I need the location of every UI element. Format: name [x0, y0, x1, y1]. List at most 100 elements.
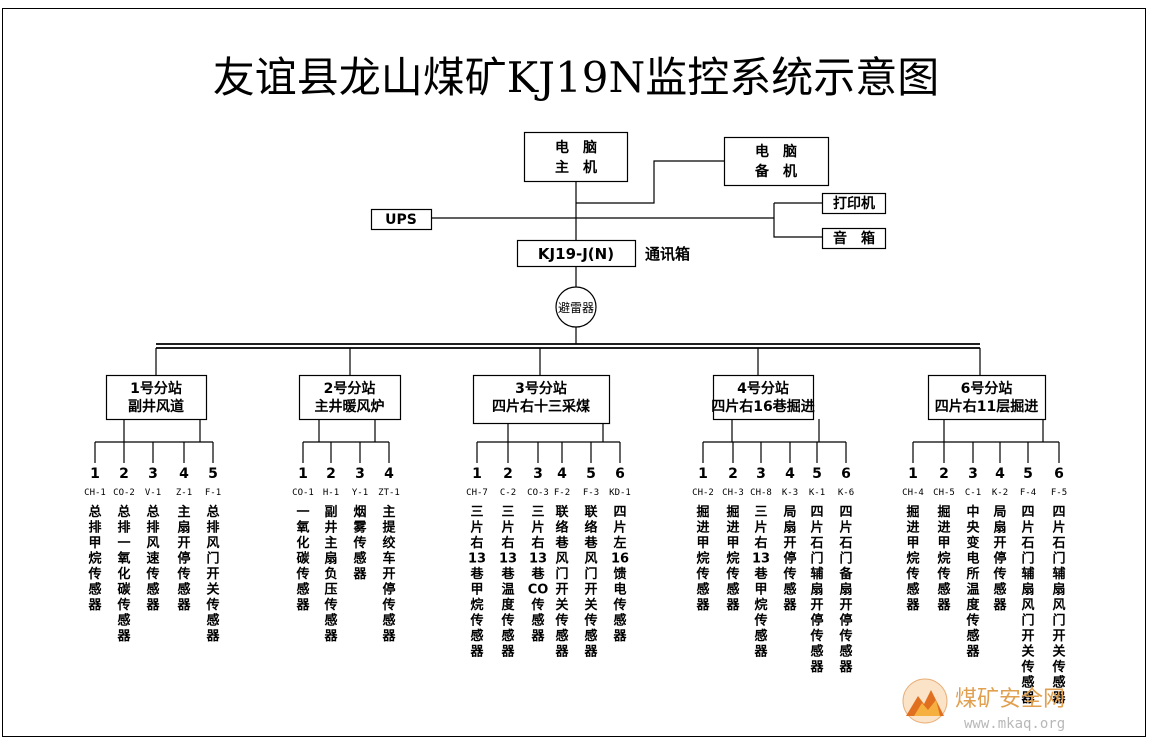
sensor-name: 主提绞车开停传感器	[381, 504, 396, 644]
sensor-code: Y-1	[352, 488, 368, 498]
sensor-number: 5	[812, 466, 822, 482]
sensor-number: 1	[298, 466, 308, 482]
sensor-number: 4	[384, 466, 394, 482]
sensor-code: C-2	[500, 488, 516, 498]
station-box	[927, 374, 1047, 421]
comm-box-label: KJ19-J(N)	[538, 245, 614, 263]
sensor-code: CH-2	[692, 488, 714, 498]
protector-label: 避雷器	[558, 301, 594, 315]
sensor-name: 总排甲烷传感器	[87, 504, 102, 613]
sensor-code: CH-4	[902, 488, 924, 498]
station-label-2: 四片右16巷掘进	[711, 398, 814, 415]
diagram-title: 友谊县龙山煤矿KJ19N监控系统示意图	[213, 53, 939, 102]
backup-line-1: 电 脑	[755, 143, 797, 160]
station-label-2: 主井暖风炉	[315, 398, 385, 415]
sensor-name: 主扇开停传感器	[176, 504, 191, 613]
sensor-code: F-4	[1020, 488, 1036, 498]
sensor-number: 1	[908, 466, 918, 482]
station-box	[712, 374, 815, 421]
sensor-code: H-1	[323, 488, 339, 498]
station-2: 2号分站主井暖风炉1CO-1一氧化碳传感器2H-1副井主扇负压传感器3Y-1烟雾…	[292, 348, 402, 644]
printer-speaker-link	[773, 202, 822, 238]
sensor-name: 四片石门辅扇风门开关传感器	[1020, 505, 1035, 706]
sensor-number: 2	[119, 466, 129, 482]
sensor-code: K-3	[782, 488, 798, 498]
sensor-number: 5	[208, 466, 218, 482]
sensor-number: 3	[355, 466, 365, 482]
sensor-code: CO-1	[292, 488, 314, 498]
sensor-number: 3	[756, 466, 766, 482]
station-5: 6号分站四片右11层掘进1CH-4掘进甲烷传感器2CH-5掘进甲烷传感器3C-1…	[902, 348, 1067, 706]
watermark-logo: 煤矿安全网 www.mkaq.org	[902, 678, 1065, 732]
sensor-number: 1	[698, 466, 708, 482]
station-label-2: 副井风道	[128, 398, 184, 415]
ups-box	[370, 208, 433, 231]
sensor-number: 2	[503, 466, 513, 482]
sensor-code: K-2	[992, 488, 1008, 498]
sensor-name: 副井主扇负压传感器	[323, 505, 338, 644]
sensor-name: 四片石门备扇开停传感器	[838, 505, 853, 675]
sensor-code: V-1	[145, 488, 161, 498]
sensor-code: Z-1	[176, 488, 192, 498]
sensor-number: 6	[1054, 466, 1064, 482]
station-box	[105, 374, 208, 421]
sensor-name: 总排风门开关传感器	[205, 504, 220, 644]
sensor-name: 掘进甲烷传感器	[936, 504, 951, 613]
sensor-code: CO-2	[113, 488, 135, 498]
station-box	[472, 374, 611, 425]
stations-layer: 1号分站副井风道1CH-1总排甲烷传感器2CO-2总排一氧化碳传感器3V-1总排…	[84, 348, 1067, 706]
speaker-label: 音 箱	[833, 230, 875, 247]
sensor-code: F-1	[205, 488, 221, 498]
sensor-number: 2	[728, 466, 738, 482]
sensor-code: CH-3	[722, 488, 744, 498]
sensor-number: 4	[995, 466, 1005, 482]
sensor-number: 1	[90, 466, 100, 482]
sensor-number: 2	[939, 466, 949, 482]
station-label-1: 4号分站	[737, 380, 789, 397]
sensor-name: 掘进甲烷传感器	[695, 504, 710, 613]
sensor-code: F-3	[583, 488, 599, 498]
sensor-name: 局扇开停传感器	[782, 505, 797, 613]
page-border	[2, 8, 1146, 737]
sensor-number: 4	[179, 466, 189, 482]
station-label-1: 6号分站	[961, 380, 1013, 397]
sensor-code: CH-1	[84, 488, 106, 498]
printer-label: 打印机	[833, 195, 875, 212]
backup-line-2: 备 机	[754, 163, 797, 180]
sensor-number: 3	[533, 466, 543, 482]
sensor-name: 烟雾传感器	[352, 505, 367, 582]
sensor-number: 1	[472, 466, 482, 482]
station-label-2: 四片右十三采煤	[492, 398, 591, 415]
sensor-code: CH-8	[750, 488, 772, 498]
sensor-code: K-6	[838, 488, 854, 498]
watermark-url: www.mkaq.org	[964, 716, 1065, 732]
host-backup-link	[575, 160, 725, 240]
sensor-code: CH-7	[466, 488, 488, 498]
sensor-code: ZT-1	[378, 488, 400, 498]
sensor-name: 联络巷风门开关传感器	[554, 505, 569, 660]
sensor-code: CO-3	[527, 488, 549, 498]
station-1: 1号分站副井风道1CH-1总排甲烷传感器2CO-2总排一氧化碳传感器3V-1总排…	[84, 348, 221, 644]
sensor-number: 5	[586, 466, 596, 482]
sensor-code: K-1	[809, 488, 825, 498]
sensor-name: 四片石门辅扇风门开关传感器	[1051, 505, 1066, 706]
station-label-1: 1号分站	[130, 380, 182, 397]
sensor-number: 2	[326, 466, 336, 482]
sensor-code: F-5	[1051, 488, 1067, 498]
sensor-name: 中央变电所温度传感器	[965, 504, 980, 660]
station-label-1: 3号分站	[515, 380, 567, 397]
station-label-1: 2号分站	[324, 380, 376, 397]
sensor-name: 掘进甲烷传感器	[725, 504, 740, 613]
sensor-number: 6	[841, 466, 851, 482]
sensor-name: 联络巷风门开关传感器	[583, 505, 598, 660]
host-line-2: 主 机	[555, 159, 597, 176]
sensor-name: 四片石门辅扇开停传感器	[809, 505, 824, 675]
sensor-code: C-1	[965, 488, 981, 498]
